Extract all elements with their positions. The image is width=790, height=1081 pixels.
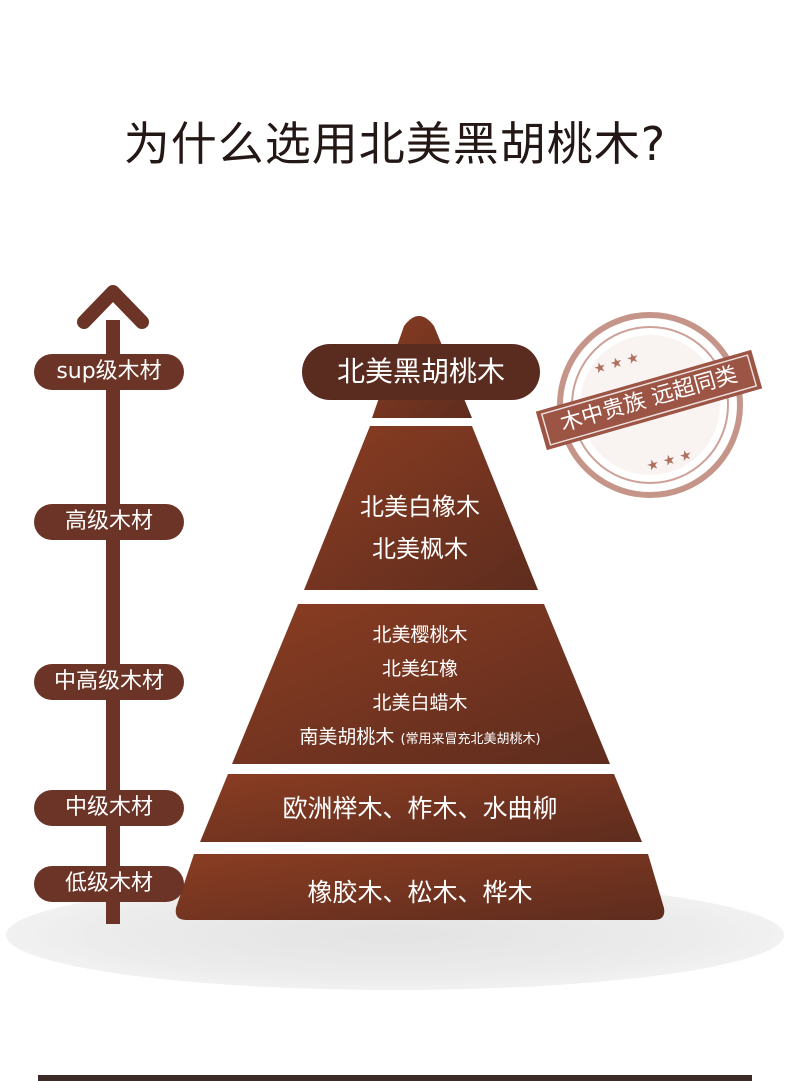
pyramid-tier-low: [175, 854, 665, 920]
pyramid-tier-mid-high: [232, 604, 610, 764]
wood-item: 北美樱桃木: [372, 624, 468, 646]
tier-high-text: 北美白橡木 北美枫木: [300, 486, 540, 570]
page-title: 为什么选用北美黑胡桃木?: [123, 117, 667, 171]
quality-axis-arrow: [77, 285, 149, 924]
grade-label-mid: 中级木材: [34, 790, 184, 826]
wood-note: (常用来冒充北美胡桃木): [400, 732, 541, 747]
wood-item: 北美枫木: [372, 535, 468, 563]
wood-item: 北美白橡木: [360, 493, 480, 521]
pyramid-tier-high: [304, 426, 538, 590]
quality-stamp: ★ ★ ★ ★ ★ ★: [535, 312, 763, 498]
pyramid-tier-mid: [200, 774, 642, 842]
tier-mid-text: 欧洲榉木、柞木、水曲柳: [282, 794, 558, 823]
wood-item: 北美红橡: [381, 658, 458, 680]
grade-label-mid-high: 中高级木材: [34, 664, 184, 700]
grade-label-sup: sup级木材: [34, 354, 184, 390]
wood-item: 南美胡桃木: [299, 726, 395, 748]
grade-label-high: 高级木材: [34, 504, 184, 540]
tier-mid-high-text: 北美樱桃木 北美红橡 北美白蜡木 南美胡桃木 (常用来冒充北美胡桃木): [240, 618, 600, 757]
bottom-divider: [38, 1075, 752, 1081]
grade-label-low: 低级木材: [34, 866, 184, 902]
pyramid-top-label: 北美黑胡桃木: [302, 344, 540, 400]
tier-low-text: 橡胶木、松木、桦木: [307, 878, 533, 907]
wood-item: 北美白蜡木: [372, 692, 468, 714]
wood-item-with-note: 南美胡桃木 (常用来冒充北美胡桃木): [240, 720, 600, 757]
